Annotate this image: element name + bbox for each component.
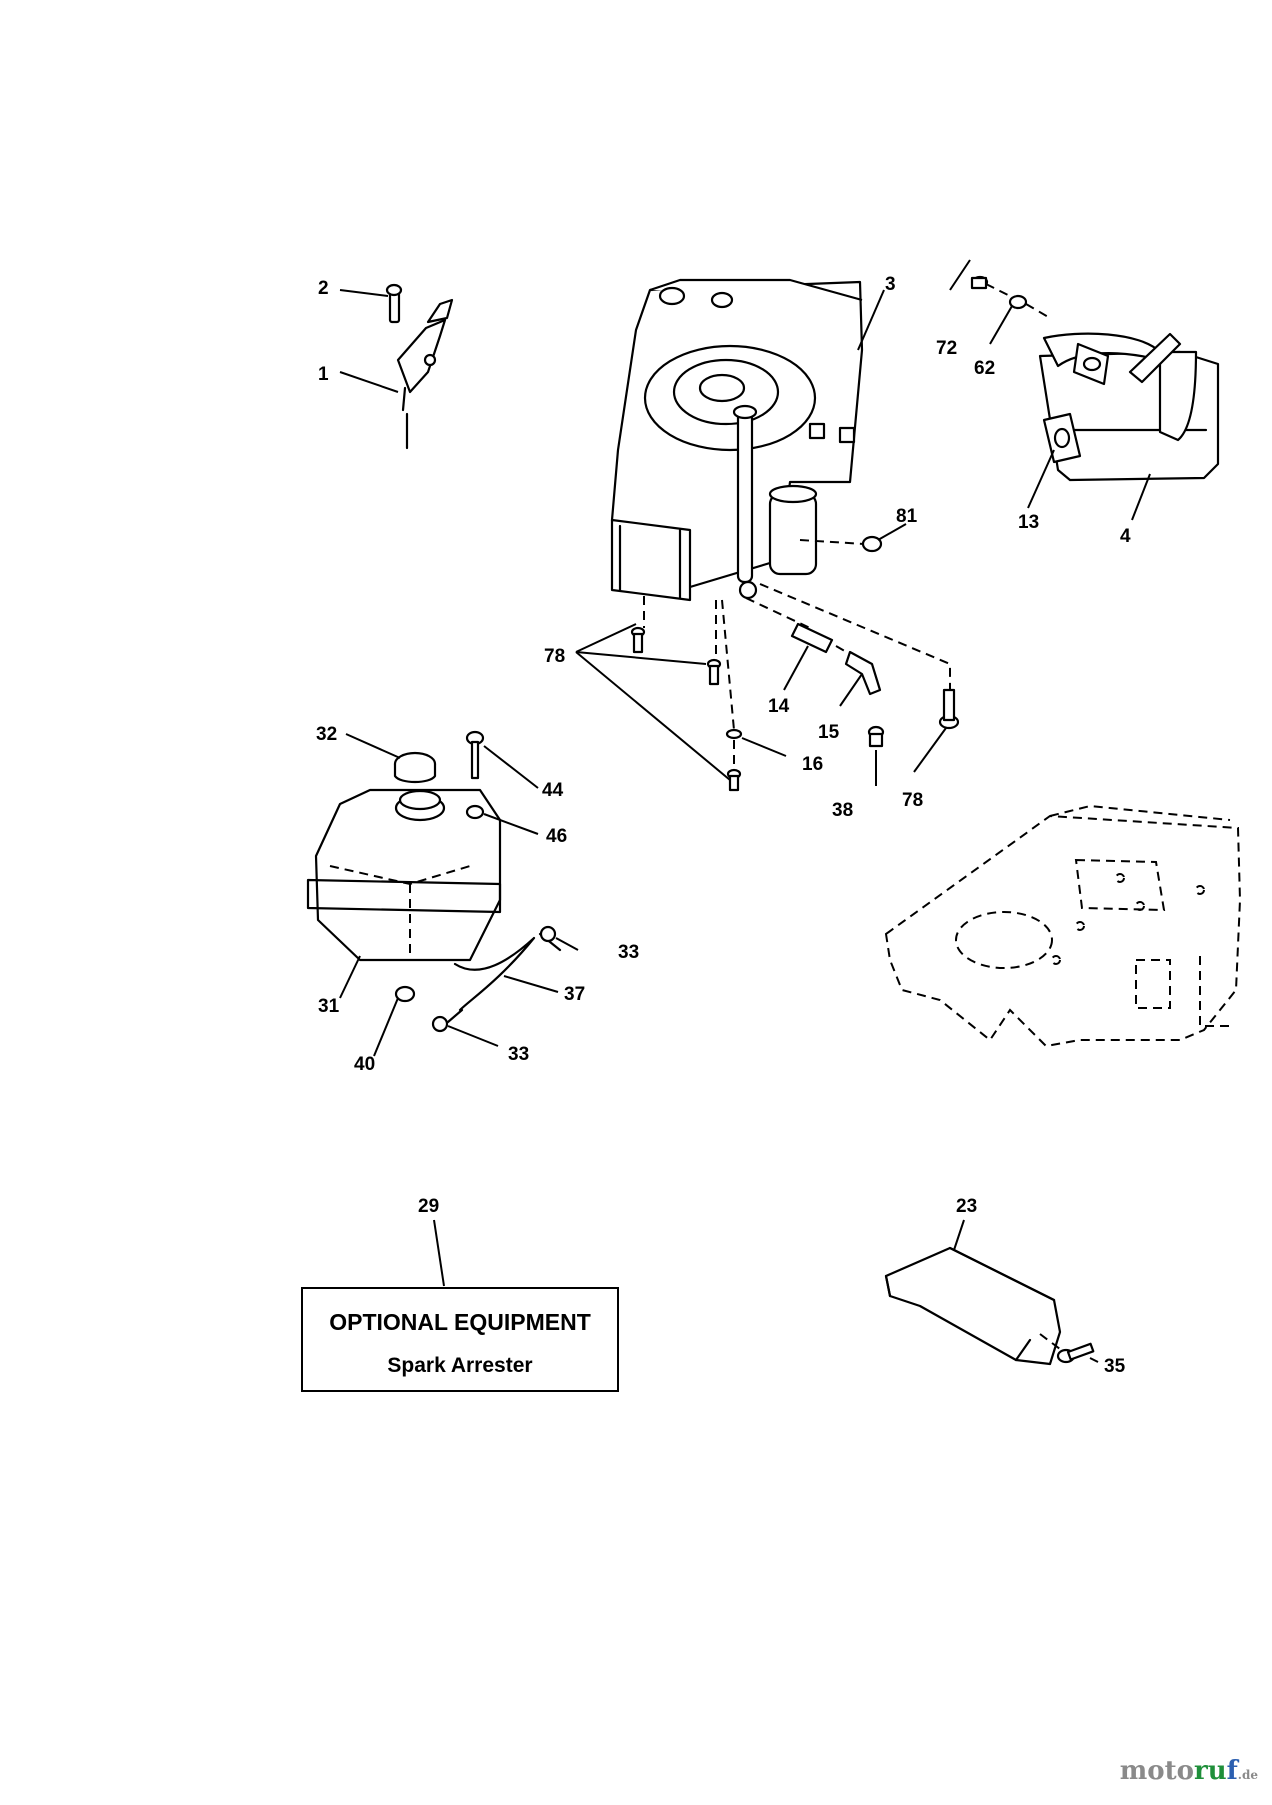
callout-35: 35 bbox=[1104, 1356, 1126, 1377]
callout-23: 23 bbox=[956, 1196, 977, 1217]
watermark-logo: motoruf.de bbox=[1119, 1756, 1258, 1786]
callout-13: 13 bbox=[1018, 512, 1039, 533]
callout-40: 40 bbox=[354, 1054, 375, 1075]
callout-1: 1 bbox=[318, 364, 329, 385]
callout-3: 3 bbox=[885, 274, 896, 295]
fittings-drawing bbox=[630, 535, 960, 792]
callout-31: 31 bbox=[318, 996, 340, 1017]
optional-equipment-subtitle: Spark Arrester bbox=[387, 1354, 533, 1377]
callout-62: 62 bbox=[974, 358, 995, 379]
leader-lines bbox=[339, 259, 1151, 1363]
throttle-control-drawing bbox=[385, 283, 454, 450]
callout-4: 4 bbox=[1120, 526, 1131, 547]
callout-33b: 33 bbox=[508, 1044, 529, 1065]
optional-equipment-title: OPTIONAL EQUIPMENT bbox=[329, 1309, 591, 1335]
callout-16: 16 bbox=[802, 754, 823, 775]
callout-33a: 33 bbox=[618, 942, 639, 963]
engine-drawing bbox=[610, 278, 864, 602]
callout-14: 14 bbox=[768, 696, 790, 717]
callout-29: 29 bbox=[418, 1196, 439, 1217]
fuel-tank-drawing bbox=[306, 730, 562, 1033]
callout-81: 81 bbox=[896, 506, 918, 527]
callout-78a: 78 bbox=[544, 646, 565, 667]
heat-shield-drawing bbox=[884, 1246, 1095, 1366]
callout-15: 15 bbox=[818, 722, 840, 743]
callout-32: 32 bbox=[316, 724, 337, 745]
optional-equipment-box: OPTIONAL EQUIPMENT Spark Arrester bbox=[301, 1287, 619, 1392]
callout-72: 72 bbox=[936, 338, 957, 359]
chassis-plate-drawing bbox=[884, 804, 1242, 1048]
callout-44: 44 bbox=[542, 780, 564, 801]
callout-numbers: 1 2 3 4 13 14 15 16 23 29 31 32 33 33 35… bbox=[316, 274, 1131, 1377]
callout-78b: 78 bbox=[902, 790, 923, 811]
callout-2: 2 bbox=[318, 278, 329, 299]
muffler-drawing bbox=[970, 275, 1220, 482]
callout-46: 46 bbox=[546, 826, 567, 847]
callout-38: 38 bbox=[832, 800, 853, 821]
callout-37: 37 bbox=[564, 984, 585, 1005]
